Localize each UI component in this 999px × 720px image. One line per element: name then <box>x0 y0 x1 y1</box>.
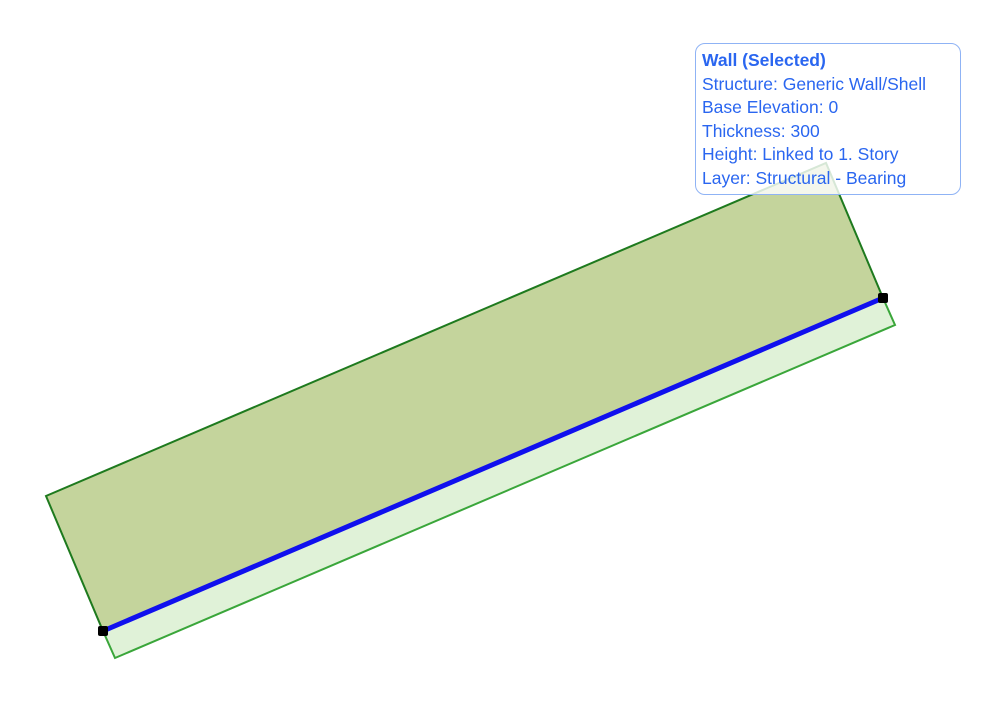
tooltip-height: Height: Linked to 1. Story <box>702 144 899 165</box>
tooltip-thickness: Thickness: 300 <box>702 120 820 141</box>
wall-end-handle[interactable] <box>878 293 888 303</box>
tooltip-layer: Layer: Structural - Bearing <box>702 167 907 188</box>
tooltip-title: Wall (Selected) <box>702 50 826 70</box>
wall-info-tooltip: Wall (Selected) Structure: Generic Wall/… <box>695 43 961 195</box>
tooltip-base-elevation: Base Elevation: 0 <box>702 97 839 118</box>
wall-body[interactable] <box>44 161 885 633</box>
wall-start-handle[interactable] <box>98 626 108 636</box>
wall-reference-line[interactable] <box>102 295 884 634</box>
tooltip-structure: Structure: Generic Wall/Shell <box>702 73 927 94</box>
